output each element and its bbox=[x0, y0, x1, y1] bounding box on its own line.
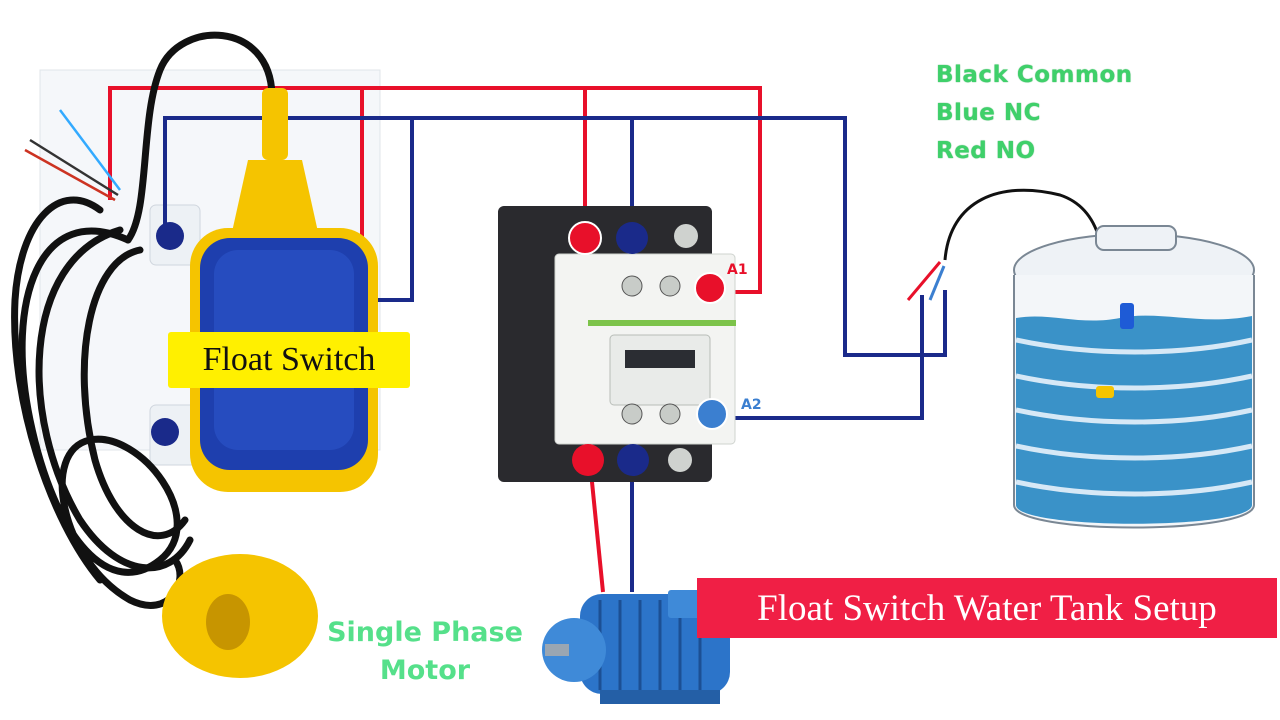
contactor bbox=[498, 206, 736, 482]
float-weight bbox=[162, 554, 318, 678]
motor-label-line2: Motor bbox=[379, 655, 471, 686]
motor-label: Single Phase Motor bbox=[318, 614, 532, 690]
legend-blue-nc: Blue NC bbox=[936, 100, 1042, 126]
float-switch-label: Float Switch bbox=[168, 332, 410, 388]
terminal-label-a1: A1 bbox=[727, 262, 748, 278]
title-banner: Float Switch Water Tank Setup bbox=[697, 578, 1277, 638]
legend-red-no: Red NO bbox=[936, 138, 1036, 164]
legend-black-common: Black Common bbox=[936, 62, 1133, 88]
single-phase-motor bbox=[542, 590, 730, 704]
terminal-label-a2: A2 bbox=[741, 397, 762, 413]
motor-label-line1: Single Phase bbox=[327, 617, 523, 648]
terminals bbox=[151, 221, 728, 476]
float-switch-cable bbox=[11, 31, 276, 609]
blue-wires bbox=[163, 116, 947, 592]
loose-wire-ends bbox=[24, 109, 121, 202]
water-tank bbox=[1013, 225, 1255, 529]
